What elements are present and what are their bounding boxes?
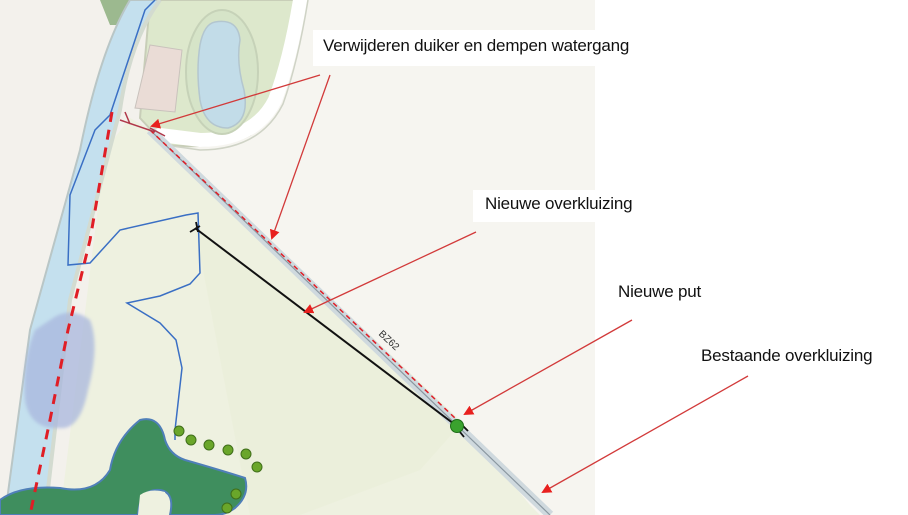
pond — [197, 20, 246, 129]
label-verwijderen-duiker: Verwijderen duiker en dempen watergang — [313, 30, 642, 66]
page-background — [595, 0, 908, 515]
park-path-border — [164, 0, 309, 151]
forest-clearing — [138, 490, 168, 515]
arrow-verwijderen-2 — [269, 74, 331, 240]
tree-row — [173, 425, 263, 514]
label-bestaande-overkluizing: Bestaande overkluizing — [695, 342, 879, 370]
river-bank — [43, 0, 162, 515]
field-east — [150, 0, 595, 515]
new-culvert-start-mark — [189, 221, 201, 233]
marsh — [24, 312, 95, 429]
plot — [134, 44, 183, 113]
water-outline — [67, 0, 201, 440]
removal-dashed-river — [28, 111, 114, 515]
existing-culvert-line — [149, 129, 551, 515]
new-put-marker — [450, 419, 464, 433]
arrow-bestaande-overkluizing — [541, 375, 749, 493]
culvert-symbol — [119, 111, 166, 137]
label-nieuwe-put: Nieuwe put — [612, 278, 708, 306]
annotation-arrows — [150, 74, 749, 493]
removal-dashed-road — [149, 129, 456, 419]
arrow-nieuwe-overkluizing — [303, 231, 477, 314]
park-path — [153, 0, 307, 148]
arrow-verwijderen-1 — [150, 74, 321, 129]
label-nieuwe-overkluizing: Nieuwe overkluizing — [473, 190, 645, 222]
forest-bottom — [0, 418, 248, 515]
new-culvert — [194, 227, 459, 428]
arrow-nieuwe-put — [463, 319, 633, 415]
meadow-edge — [195, 228, 460, 515]
